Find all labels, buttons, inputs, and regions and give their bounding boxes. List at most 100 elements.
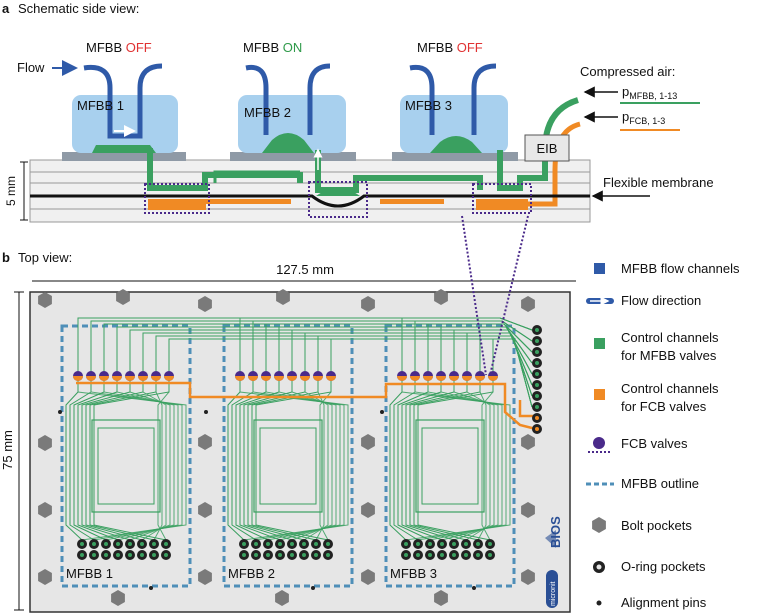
oring-port: [535, 383, 539, 387]
fcb-valve-box-2: [308, 181, 368, 218]
legend: MFBB flow channels Flow direction Contro…: [586, 261, 740, 610]
oring-valve-port: [128, 542, 132, 546]
fcb-valve-lower: [164, 376, 174, 381]
control-channel-bus: [427, 323, 533, 376]
control-channel-serpentine: [291, 376, 333, 541]
fcb-valve-lower: [99, 376, 109, 381]
oring-valve-port: [416, 553, 420, 557]
oring-valve-port: [80, 542, 84, 546]
oring-valve-port: [152, 553, 156, 557]
control-channel-bus: [440, 326, 533, 376]
alignment-pin: [58, 410, 62, 414]
oring-valve-port: [428, 553, 432, 557]
fcb-valve-lower: [248, 376, 258, 381]
fcb-valve-lower: [313, 376, 323, 381]
legend-swatch-bolt-pocket: [592, 517, 606, 533]
fcb-valve-lower: [488, 376, 498, 381]
oring-port: [535, 328, 539, 332]
oring-valve-port: [464, 553, 468, 557]
fcb-valve-lower: [261, 376, 271, 381]
control-channel-a: [147, 148, 303, 191]
oring-valve-port: [302, 542, 306, 546]
compressed-air-label: Compressed air:: [580, 64, 675, 79]
control-channel-bus: [492, 338, 533, 408]
oring-port: [535, 416, 539, 420]
fcb-valve-box-3: [472, 183, 532, 214]
bolt-pocket: [361, 569, 375, 585]
block-base: [392, 152, 518, 161]
flow-channel-2: [245, 63, 331, 135]
oring-valve-port: [290, 553, 294, 557]
fcb-valve-lower: [326, 376, 336, 381]
oring-valve-port: [416, 542, 420, 546]
oring-valve-port: [488, 542, 492, 546]
control-channel-bus: [479, 335, 533, 397]
control-channel-serpentine: [303, 376, 329, 541]
bolt-pocket: [521, 434, 535, 450]
control-channel-d: [213, 170, 300, 183]
bolt-pocket: [38, 435, 52, 451]
bolt-pocket: [111, 590, 125, 606]
oring-valve-port: [254, 553, 258, 557]
oring-valve-port: [242, 553, 246, 557]
control-channel-serpentine: [453, 376, 495, 541]
chip-top-view: [29, 291, 571, 613]
oring-valve-port: [164, 542, 168, 546]
fcb-valve-lower: [287, 376, 297, 381]
control-channel-serpentine: [481, 376, 494, 541]
bolt-pocket: [198, 296, 212, 312]
height-dimension-label: 75 mm: [0, 430, 15, 470]
membrane-label: Flexible membrane: [603, 175, 714, 190]
oring-valve-port: [116, 542, 120, 546]
control-channel-serpentine: [129, 376, 171, 541]
mfbb-outline-1: [60, 324, 192, 588]
oring-port: [535, 339, 539, 343]
oring-port: [535, 394, 539, 398]
fcb-valve-lower: [410, 376, 420, 381]
fcb-valve-lower: [274, 376, 284, 381]
mfbb-2-title: MFBB ON: [243, 40, 302, 55]
bolt-pocket: [521, 569, 535, 585]
panel-b-letter: b: [2, 250, 10, 265]
bios-logo-mark: [545, 530, 556, 548]
membrane-valve-open: [316, 188, 360, 196]
control-channel-bus: [453, 329, 533, 376]
legend-swatch-oring-center: [596, 564, 602, 570]
bolt-pocket: [116, 289, 130, 305]
oring-valve-port: [464, 542, 468, 546]
control-channel-serpentine: [319, 376, 332, 541]
legend-swatch-control-mfbb: [594, 338, 605, 349]
fcb-valve-lower: [449, 376, 459, 381]
fcb-valve-lower: [475, 376, 485, 381]
oring-valve-port: [440, 542, 444, 546]
oring-valve-port: [326, 542, 330, 546]
legend-swatch-alignment-pin: [596, 600, 602, 606]
oring-valve-port: [116, 553, 120, 557]
oring-valve-port: [140, 553, 144, 557]
alignment-pin: [204, 410, 208, 414]
thickness-label: 5 mm: [4, 176, 18, 206]
oring-valve-port: [404, 553, 408, 557]
oring-pocket-group: [532, 325, 542, 434]
mfbb-3-title: MFBB OFF: [417, 40, 483, 55]
mfbb-chamber: [415, 419, 485, 513]
oring-valve-port: [476, 542, 480, 546]
bolt-pocket: [361, 502, 375, 518]
fcb-valve-lower: [151, 376, 161, 381]
mfbb-block-label-1: MFBB 1: [77, 98, 124, 113]
control-channel-serpentine: [141, 376, 167, 541]
panel-a: a Schematic side view: MFBB OFF MFBB ON …: [2, 1, 714, 223]
oring-valve-port: [80, 553, 84, 557]
control-channels-mfbb: [65, 317, 533, 560]
legend-label-alignment-pins: Alignment pins: [621, 595, 707, 610]
mfbb-block-1: [72, 95, 178, 153]
legend-label-mfbb-outline: MFBB outline: [621, 476, 699, 491]
fcb-valve-lower: [138, 376, 148, 381]
oring-valve-port: [266, 542, 270, 546]
p-mfbb-label: pMFBB, 1-13: [622, 84, 677, 101]
alignment-pin: [311, 586, 315, 590]
projection-line: [489, 215, 529, 376]
bolt-pocket: [521, 502, 535, 518]
bolt-pocket: [521, 296, 535, 312]
